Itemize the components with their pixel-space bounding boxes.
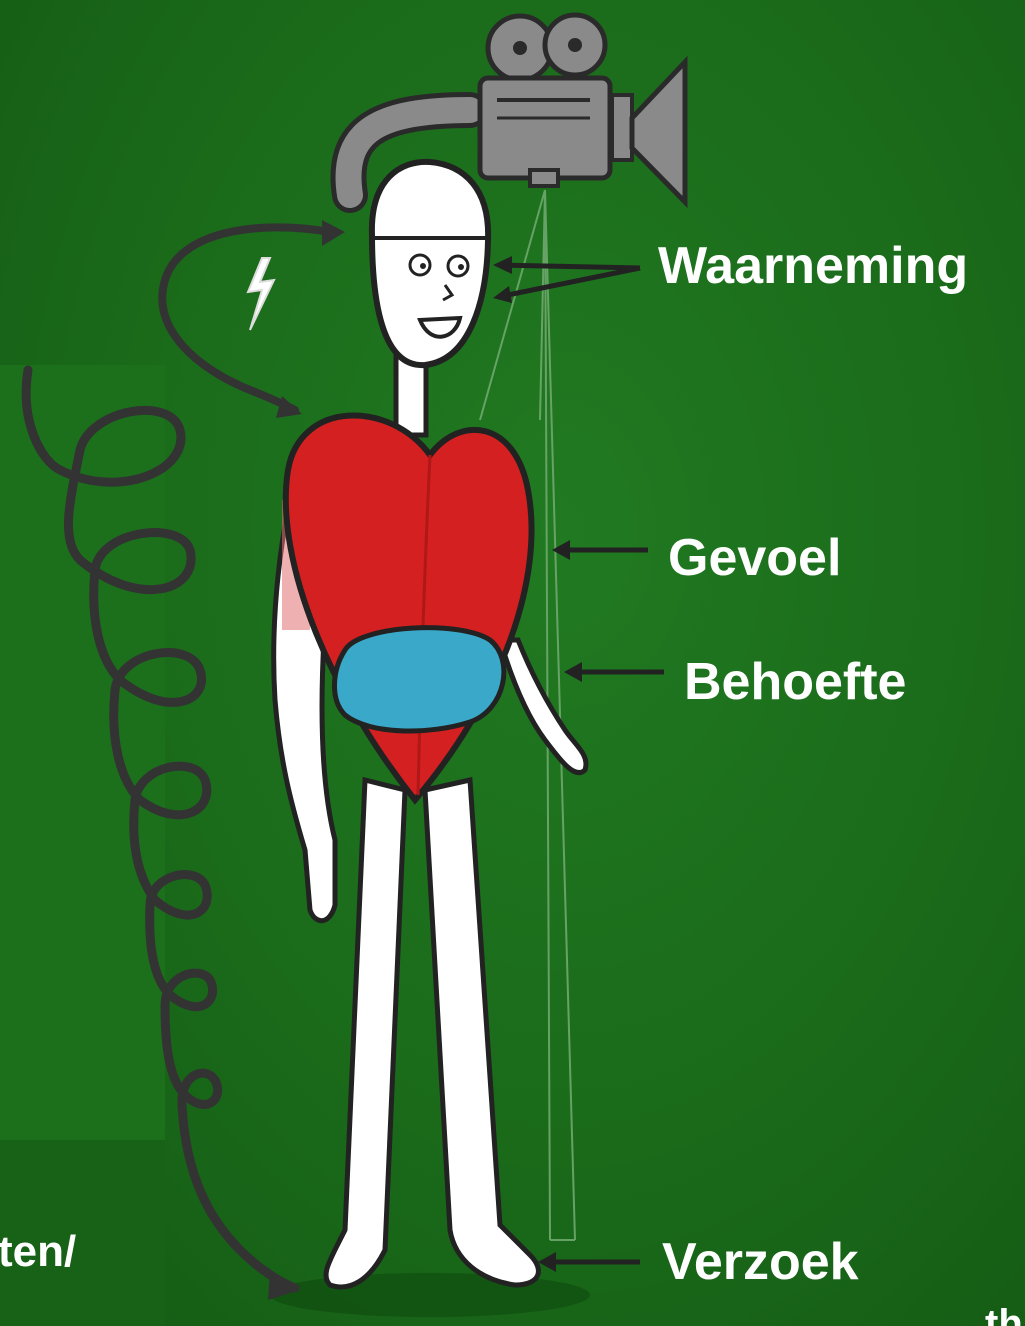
- label-verzoek: Verzoek: [662, 1236, 859, 1288]
- movie-camera-icon: [480, 15, 685, 202]
- reaction-arrowhead-top: [322, 220, 345, 246]
- lightning-icon: [248, 258, 274, 330]
- need-blob: [334, 628, 503, 731]
- label-gevoel: Gevoel: [668, 532, 841, 584]
- ground-shadow: [270, 1273, 590, 1317]
- spiral-icon: [26, 370, 295, 1288]
- head: [372, 162, 488, 365]
- label-bottom-fragment: th: [985, 1304, 1023, 1326]
- label-left-fragment: ten/: [0, 1230, 76, 1274]
- label-waarneming: Waarneming: [658, 240, 968, 292]
- label-behoefte: Behoefte: [684, 656, 906, 708]
- reaction-arrow: [162, 227, 330, 410]
- legs: [326, 780, 538, 1287]
